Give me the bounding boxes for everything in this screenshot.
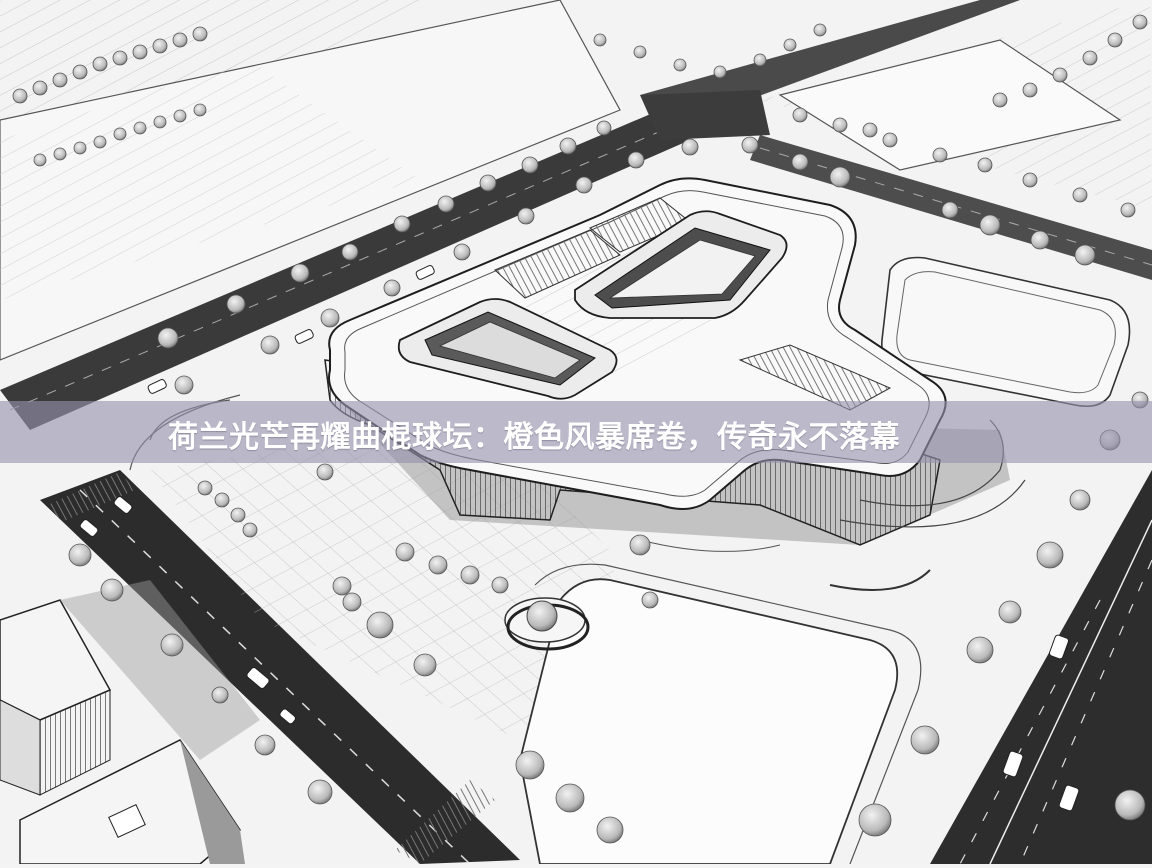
cars xyxy=(79,265,1080,812)
caption-banner: 荷兰光芒再耀曲棍球坛：橙色风暴席卷，传奇永不落幕 xyxy=(0,401,1152,463)
trees xyxy=(12,14,1149,844)
caption-text: 荷兰光芒再耀曲棍球坛：橙色风暴席卷，传奇永不落幕 xyxy=(168,420,900,455)
